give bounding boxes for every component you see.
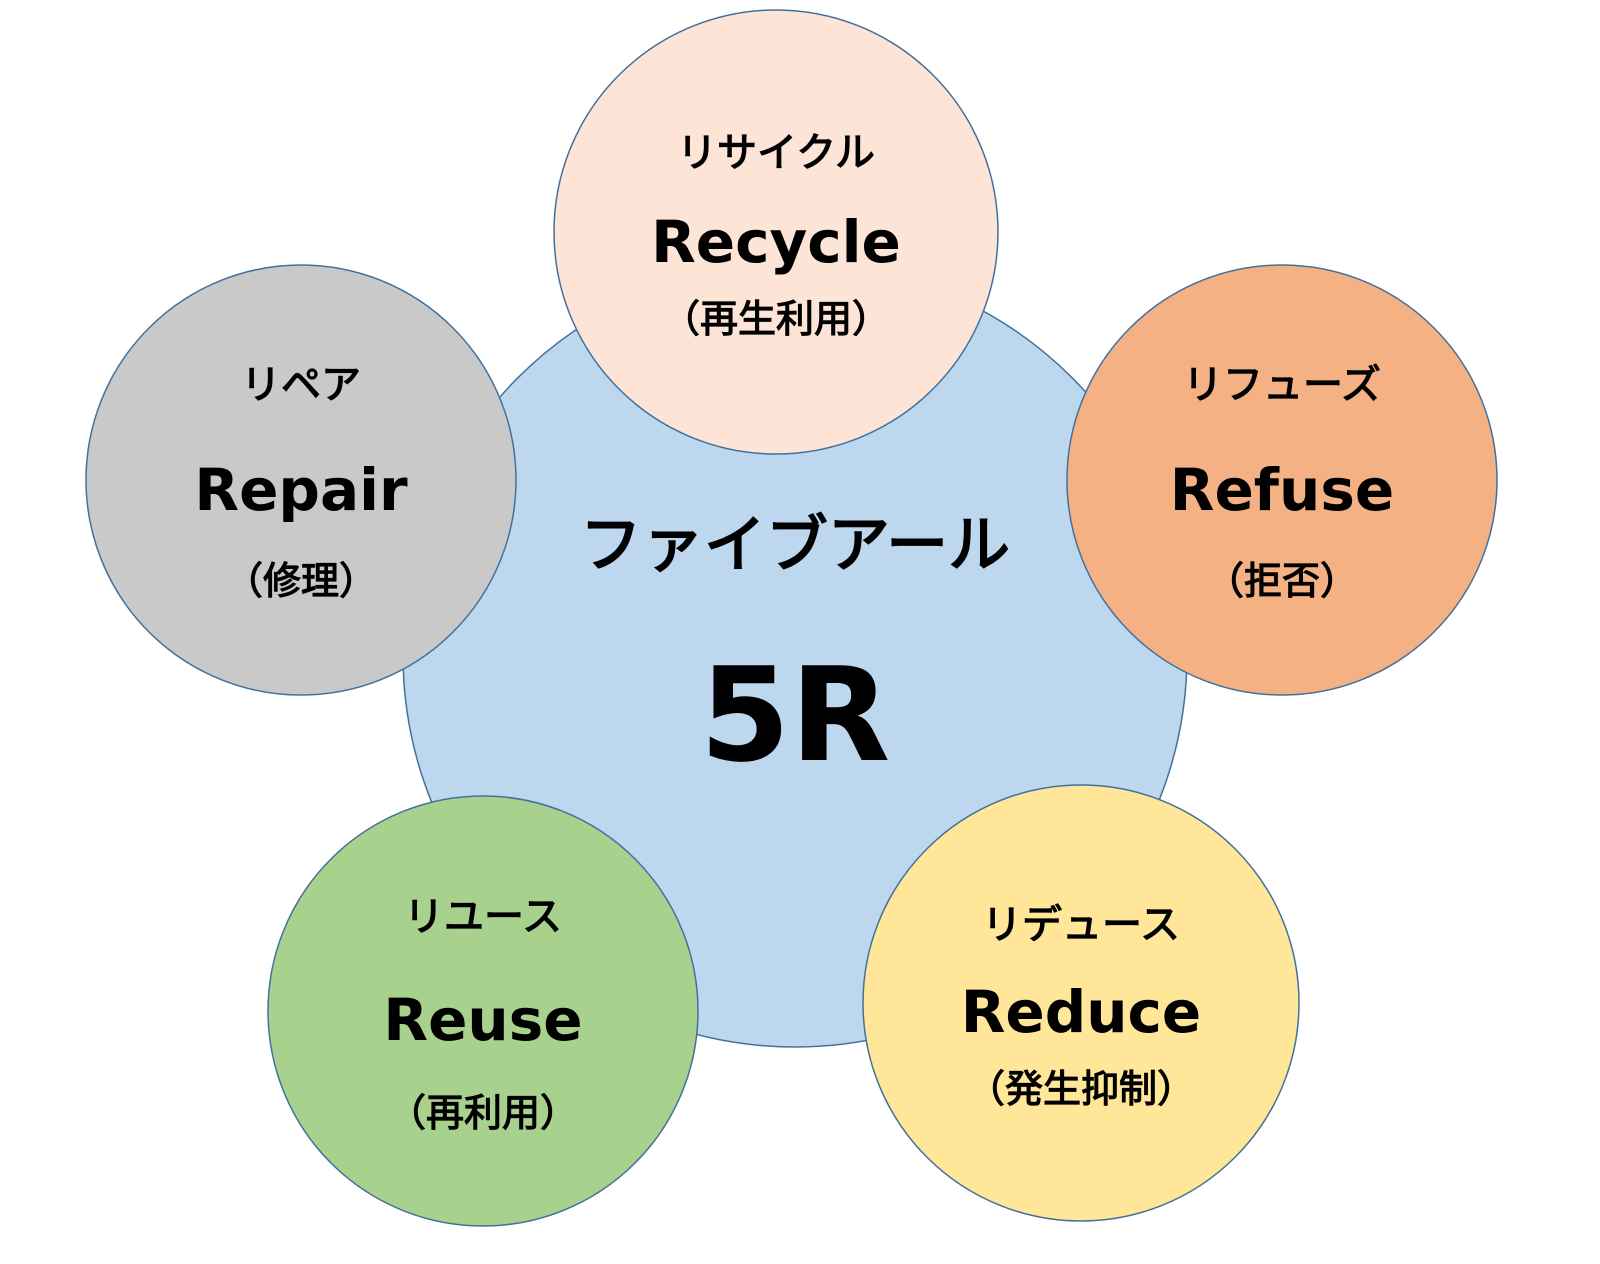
reduce-meaning: （発生抑制） (967, 1067, 1195, 1111)
refuse-name: Refuse (1170, 456, 1394, 524)
node-reuse: リユース Reuse （再利用） (267, 795, 699, 1227)
repair-kana: リペア (241, 362, 361, 408)
recycle-name: Recycle (651, 208, 901, 276)
reuse-kana: リユース (404, 894, 562, 940)
reduce-name: Reduce (961, 978, 1202, 1046)
center-title: 5R (700, 639, 891, 791)
recycle-kana: リサイクル (677, 130, 875, 176)
refuse-meaning: （拒否） (1206, 559, 1358, 603)
reduce-kana: リデュース (982, 902, 1180, 948)
node-recycle: リサイクル Recycle （再生利用） (553, 9, 999, 455)
node-refuse: リフューズ Refuse （拒否） (1066, 264, 1498, 696)
recycle-meaning: （再生利用） (662, 297, 890, 341)
repair-meaning: （修理） (225, 559, 377, 603)
center-kana: ファイブアール (580, 508, 1010, 581)
repair-name: Repair (194, 456, 408, 524)
node-reduce: リデュース Reduce （発生抑制） (862, 784, 1300, 1222)
reuse-meaning: （再利用） (388, 1091, 578, 1135)
refuse-kana: リフューズ (1183, 362, 1381, 408)
node-repair: リペア Repair （修理） (85, 264, 517, 696)
reuse-name: Reuse (383, 986, 582, 1054)
